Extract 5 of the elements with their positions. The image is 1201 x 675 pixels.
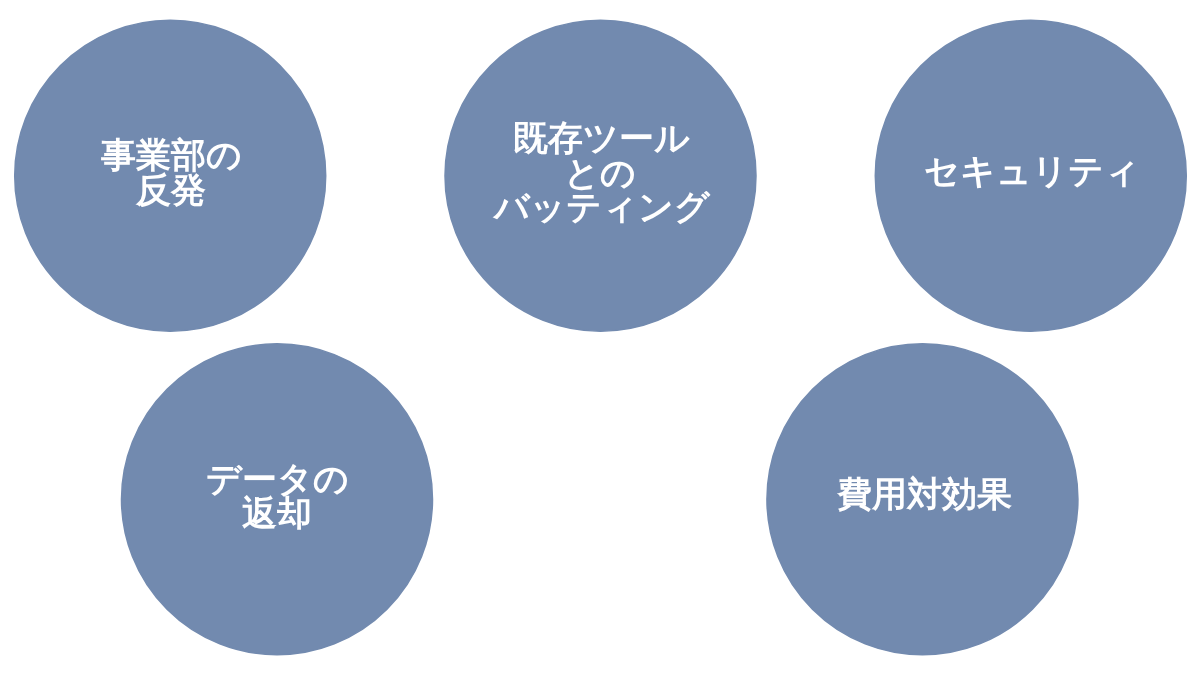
node-circle: 既存ツールとのバッティング: [444, 19, 757, 332]
node-circle: データの返却: [120, 343, 434, 656]
node-circle: セキュリティ: [874, 19, 1188, 332]
node-circle: 事業部の反発: [13, 19, 327, 332]
node-circle: 費用対効果: [766, 343, 1079, 656]
